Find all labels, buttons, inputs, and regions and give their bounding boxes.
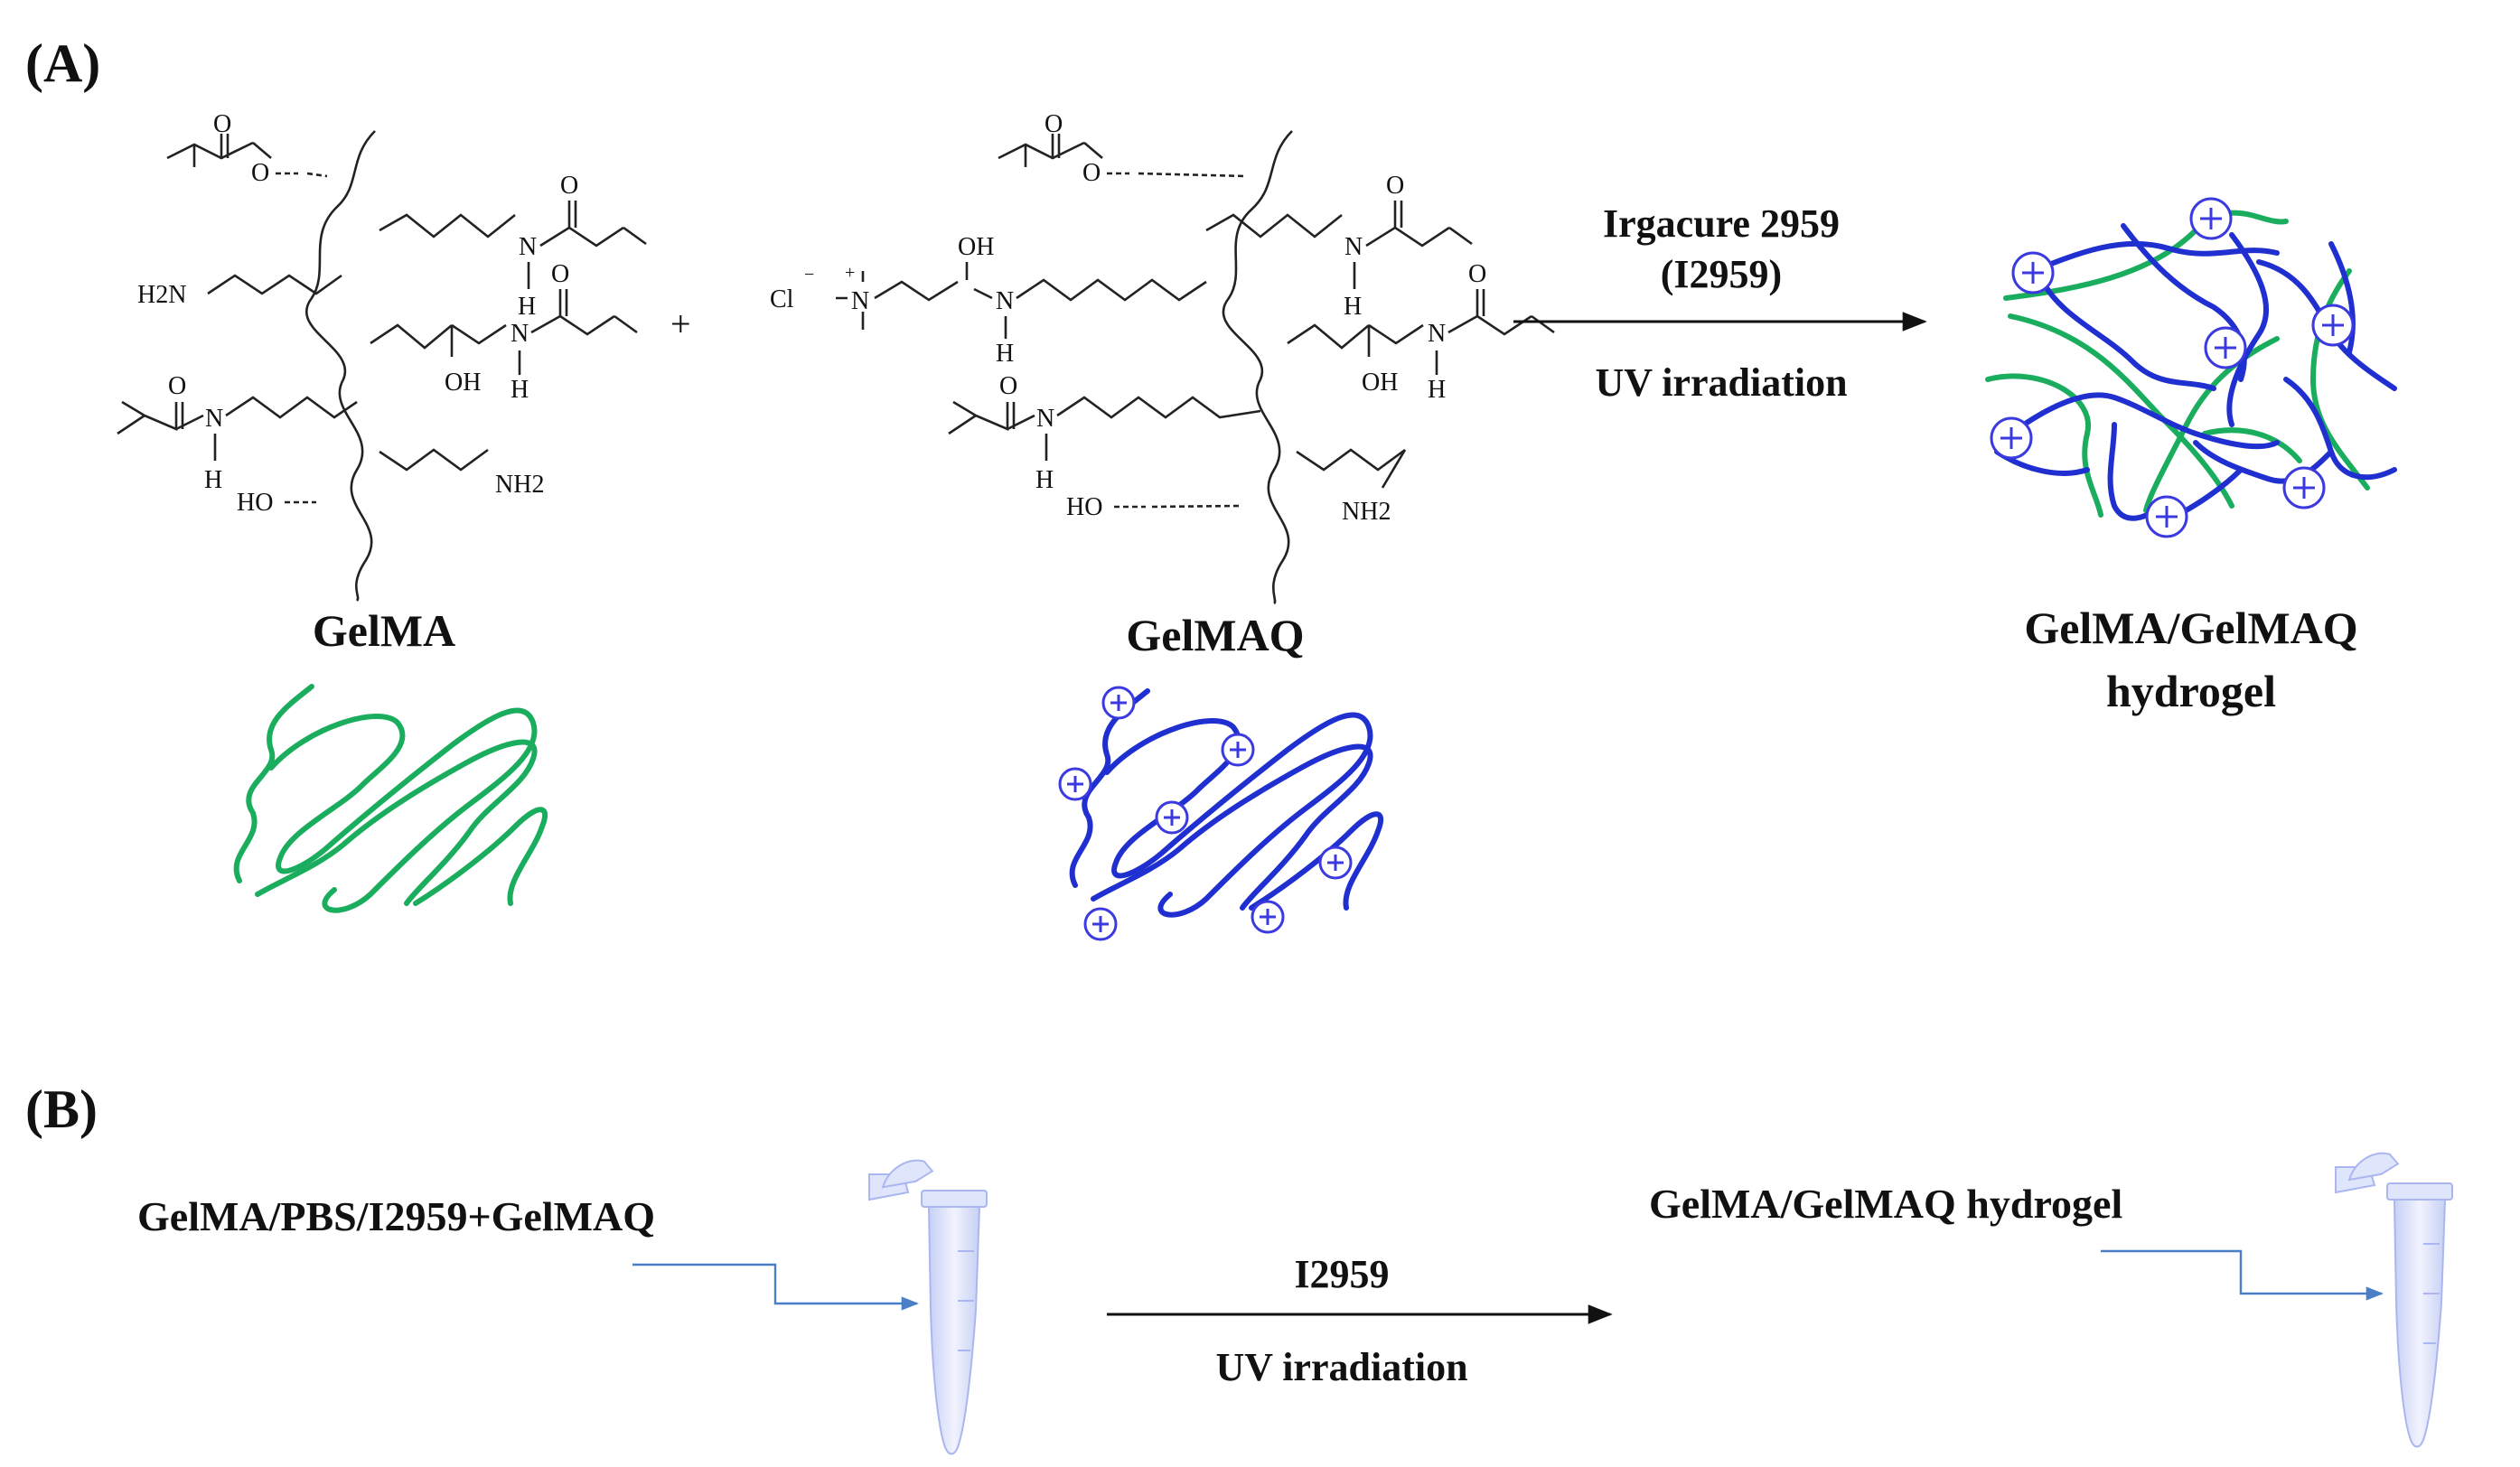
positive-charge-icon [2145, 495, 2188, 538]
gelma-o-right-top: O [560, 172, 578, 200]
positive-charge-icon [1221, 733, 1255, 767]
positive-charge-icon [2204, 326, 2247, 369]
gelmaq-nh2: NH2 [1342, 498, 1391, 526]
gelmaq-n-left-low: N [1036, 405, 1054, 433]
gelma-h-right-mid: H [511, 376, 529, 404]
condition-a-top-line2: (I2959) [1661, 252, 1782, 296]
positive-charge-icon [1101, 686, 1136, 720]
gelmaq-n-right-mid: N [1428, 320, 1446, 348]
gelmaq-squiggle [1069, 688, 1384, 918]
condition-a-bottom: UV irradiation [1595, 360, 1847, 405]
gelmaq-h-right-top: H [1344, 293, 1362, 321]
gelmaq-h-left-low: H [1035, 466, 1054, 494]
gelmaq-cl-minus: − [804, 265, 814, 285]
microcentrifuge-tube-icon [2101, 1152, 2453, 1448]
gelmaq-oh-top: OH [958, 233, 994, 261]
gelmaq-n-quat-link: N [996, 287, 1014, 315]
gelma-o-right-mid: O [551, 260, 569, 288]
gelma-n-right-top: N [519, 233, 537, 261]
panel-b-right-text: GelMA/GelMAQ hydrogel [1649, 1181, 2122, 1227]
gelmaq-o-right-mid: O [1468, 260, 1486, 288]
gelma-o-ester: O [251, 159, 269, 187]
product-label-line2: hydrogel [2106, 666, 2276, 716]
gelma-label: GelMA [313, 605, 455, 656]
gelmaq-n-right-top: N [1344, 233, 1363, 261]
condition-b-top: I2959 [1294, 1252, 1389, 1296]
gelma-ho: HO [237, 489, 273, 517]
gelma-n-left-low: N [205, 405, 223, 433]
gelma-nh2: NH2 [495, 471, 544, 499]
gelmaq-o-left-low: O [999, 372, 1017, 400]
gelmaq-n-plus: + [845, 263, 855, 283]
positive-charge-icon [2311, 304, 2355, 347]
condition-b-bottom: UV irradiation [1215, 1345, 1467, 1389]
gelmaq-cl: Cl [770, 285, 794, 313]
positive-charge-icon [2189, 197, 2233, 240]
positive-charge-icon [2282, 466, 2326, 509]
gelma-n-right-mid: N [511, 320, 529, 348]
gelmaq-h-quat-link: H [996, 340, 1014, 368]
panel-b-label: (B) [25, 1079, 98, 1139]
positive-charge-icon [1251, 900, 1285, 934]
positive-charge-icon [1155, 800, 1189, 835]
gelma-o-left-low: O [168, 372, 186, 400]
positive-charge-icon [1318, 846, 1353, 880]
panel-a-label: (A) [25, 33, 100, 93]
gelmaq-label: GelMAQ [1126, 610, 1304, 660]
gelmaq-squiggle-charges [1058, 686, 1353, 941]
gelma-h2n: H2N [137, 281, 186, 309]
gelma-h-right-top: H [518, 293, 536, 321]
gelmaq-o-top: O [1045, 110, 1063, 138]
hydrogel-charges [1990, 197, 2355, 538]
gelmaq-n-quat: N [851, 287, 869, 315]
positive-charge-icon [2011, 251, 2055, 294]
gelmaq-oh-mid: OH [1362, 369, 1398, 397]
gelma-h-left-low: H [204, 466, 222, 494]
gelmaq-o-ester: O [1082, 159, 1101, 187]
product-label-line1: GelMA/GelMAQ [2024, 603, 2357, 653]
gelma-squiggle [233, 684, 548, 913]
plus-sign: + [670, 304, 691, 344]
panel-b-left-text: GelMA/PBS/I2959+GelMAQ [137, 1193, 655, 1239]
gelma-oh-mid: OH [445, 369, 481, 397]
gelmaq-o-right-top: O [1386, 172, 1404, 200]
gelmaq-h-right-mid: H [1428, 376, 1446, 404]
positive-charge-icon [1083, 907, 1118, 941]
hydrogel-network [1985, 210, 2397, 521]
gelmaq-ho: HO [1066, 493, 1102, 521]
gelma-o-top: O [213, 110, 231, 138]
condition-a-top-line1: Irgacure 2959 [1603, 201, 1840, 246]
microcentrifuge-tube-icon [632, 1159, 988, 1455]
positive-charge-icon [1058, 767, 1092, 801]
gelma-structure: O O N O H H2N OH N O H O N H HO NH2 [117, 110, 647, 602]
positive-charge-icon [1990, 416, 2033, 460]
gelmaq-structure: O O N O H Cl − + N OH N H OH N O H O N [770, 110, 1555, 605]
